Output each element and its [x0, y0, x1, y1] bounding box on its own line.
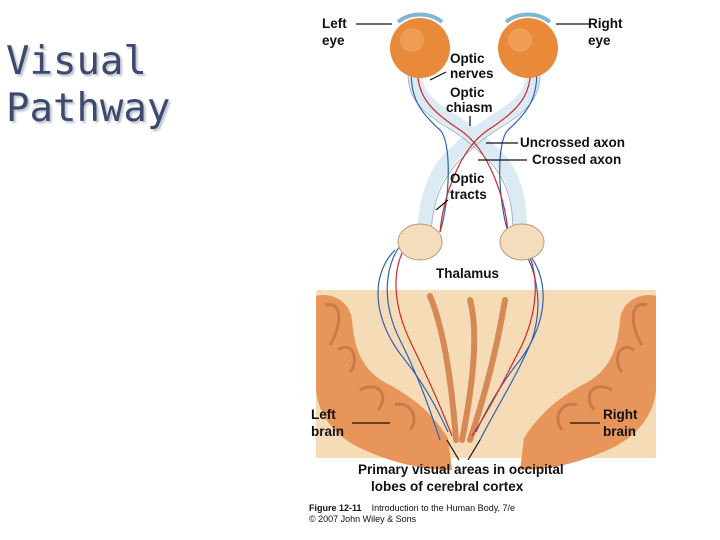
- label-thalamus: Thalamus: [436, 266, 499, 281]
- label-primary-visual-line2: lobes of cerebral cortex: [371, 479, 524, 494]
- title-line-1: Visual: [6, 39, 147, 84]
- label-primary-visual-line1: Primary visual areas in occipital: [358, 462, 564, 477]
- medial-folds: [427, 293, 508, 443]
- left-eye: [390, 12, 450, 78]
- label-optic-tracts-line1: Optic: [450, 171, 485, 186]
- caption-copyright: © 2007 John Wiley & Sons: [309, 514, 417, 524]
- label-left-eye-line1: Left: [322, 16, 347, 31]
- label-crossed-axon: Crossed axon: [532, 152, 621, 167]
- thalamus: [397, 223, 545, 261]
- optic-pathway-outline: [407, 54, 541, 233]
- right-hemisphere: [520, 295, 656, 470]
- optic-pathway-bundle: [408, 48, 540, 239]
- label-optic-tracts-line2: tracts: [450, 187, 487, 202]
- right-eye: [498, 12, 558, 78]
- figure-caption: Figure 12-11 Introduction to the Human B…: [309, 496, 515, 515]
- cerebral-cortex: [316, 290, 656, 470]
- label-right-eye-line2: eye: [588, 33, 611, 48]
- title-line-2: Pathway: [6, 86, 171, 131]
- right-gyri: [556, 303, 648, 431]
- label-uncrossed-axon: Uncrossed axon: [520, 135, 625, 150]
- label-left-eye-line2: eye: [322, 33, 345, 48]
- label-right-brain-line1: Right: [603, 407, 638, 422]
- label-left-brain-line2: brain: [311, 424, 344, 439]
- label-optic-chiasm-line1: Optic: [450, 85, 485, 100]
- caption-book-title: Introduction to the Human Body, 7/e: [372, 503, 515, 513]
- left-hemisphere: [316, 295, 452, 470]
- label-optic-chiasm-line2: chiasm: [446, 100, 493, 115]
- leader-lines: [352, 23, 600, 461]
- label-right-brain-line2: brain: [603, 424, 636, 439]
- caption-figure-number: Figure 12-11: [309, 503, 362, 513]
- label-right-eye-line1: Right: [588, 16, 623, 31]
- slide-title: Visual Pathway: [6, 38, 170, 132]
- crossed-axons: [395, 59, 536, 437]
- label-optic-nerves-line1: Optic: [450, 51, 485, 66]
- label-optic-nerves-line2: nerves: [450, 66, 494, 81]
- label-left-brain-line1: Left: [311, 407, 336, 422]
- left-gyri: [324, 303, 416, 431]
